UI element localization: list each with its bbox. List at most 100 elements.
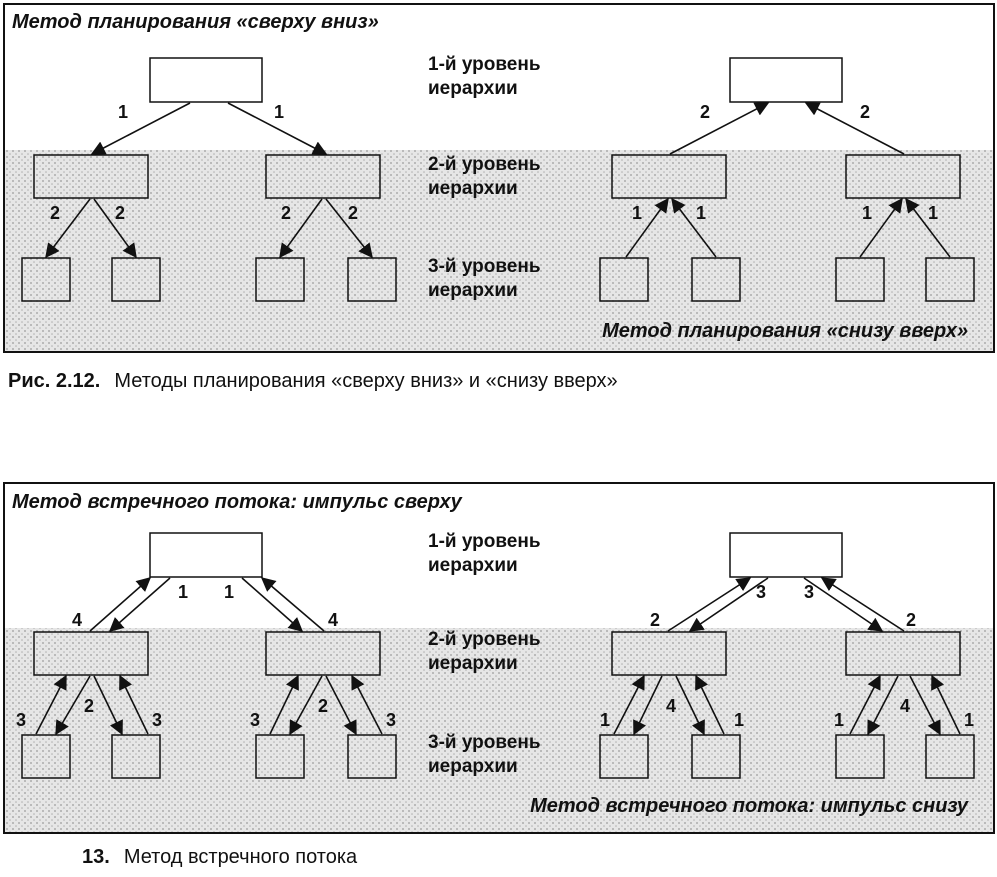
edge-label: 4	[328, 610, 338, 630]
caption-number: 13.	[82, 846, 110, 868]
arrow	[89, 577, 152, 632]
edge-label: 2	[906, 610, 916, 630]
level3-box	[347, 734, 397, 779]
arrow	[93, 675, 123, 736]
level-labels: 1-й уровень иерархии 2-й уровень иерархи…	[428, 531, 541, 777]
arrow	[675, 675, 705, 736]
level3-box	[691, 257, 741, 302]
edge-label: 2	[348, 203, 358, 223]
arrow	[260, 577, 325, 632]
edge-label: 3	[16, 710, 26, 730]
level3-box	[347, 257, 397, 302]
level3-box	[835, 257, 885, 302]
level2-label: 2-й уровень	[428, 629, 541, 650]
edge-label: 1	[964, 710, 974, 730]
impulse-bottom-tree: 2 3 3 2 1 4 1 1 4 1	[599, 532, 975, 779]
arrow	[931, 674, 961, 735]
edge-label: 1	[178, 582, 188, 602]
arrow	[108, 577, 171, 632]
edge-label: 2	[281, 203, 291, 223]
figure-1-frame	[3, 3, 995, 353]
edge-label: 4	[72, 610, 82, 630]
arrow	[820, 577, 905, 632]
arrow	[269, 674, 299, 735]
edge-label: 1	[734, 710, 744, 730]
arrow	[667, 577, 752, 632]
figure-title-top: Метод планирования «сверху вниз»	[12, 11, 379, 33]
edge-label: 1	[696, 203, 706, 223]
level3-box	[599, 734, 649, 779]
edge-label: 3	[152, 710, 162, 730]
edge-label: 2	[84, 696, 94, 716]
level1-box	[149, 57, 263, 103]
level2-box	[33, 154, 149, 199]
arrow	[909, 675, 941, 736]
level3-box	[255, 734, 305, 779]
level2-label: 2-й уровень	[428, 154, 541, 175]
level3-box	[691, 734, 741, 779]
arrow	[289, 675, 323, 736]
edge-label: 1	[862, 203, 872, 223]
figure-1: 1 1 2 2 2 2 1-й уровень иерархии 2-й уро…	[5, 11, 993, 351]
level2-box	[611, 631, 727, 676]
edge-label: 3	[250, 710, 260, 730]
edge-label: 3	[804, 582, 814, 602]
level3-box	[111, 734, 161, 779]
arrow	[279, 198, 323, 259]
arrow	[905, 197, 951, 258]
edge-label: 2	[318, 696, 328, 716]
figure-2-frame	[3, 482, 995, 834]
level2-box	[33, 631, 149, 676]
level3-label: иерархии	[428, 280, 518, 301]
edge-label: 1	[274, 102, 284, 122]
arrow	[325, 198, 373, 259]
arrow	[55, 675, 91, 736]
level2-label: иерархии	[428, 178, 518, 199]
arrow	[669, 102, 770, 155]
level2-box	[265, 631, 381, 676]
level2-box	[845, 154, 961, 199]
arrow	[625, 197, 669, 258]
level3-box	[255, 257, 305, 302]
figure-2-caption: 13.Метод встречного потока	[82, 846, 357, 869]
shaded-region	[5, 150, 993, 351]
level3-box	[599, 257, 649, 302]
level2-label: иерархии	[428, 653, 518, 674]
arrow	[695, 674, 725, 735]
level3-box	[925, 257, 975, 302]
level1-box	[729, 57, 843, 103]
arrow	[867, 675, 899, 736]
edge-label: 1	[224, 582, 234, 602]
level1-box	[149, 532, 263, 578]
level1-label: иерархии	[428, 78, 518, 99]
arrow	[688, 577, 769, 632]
caption-text: Методы планирования «сверху вниз» и «сни…	[114, 370, 618, 392]
figure-title-bottom: Метод планирования «снизу вверх»	[602, 320, 968, 342]
arrow	[227, 102, 328, 155]
arrow	[849, 674, 881, 735]
bottom-up-tree: 2 2 1 1 1 1	[599, 57, 975, 302]
figure-title-top: Метод встречного потока: импульс сверху	[12, 491, 463, 513]
arrow	[35, 674, 67, 735]
arrow	[90, 102, 191, 155]
level-labels: 1-й уровень иерархии 2-й уровень иерархи…	[428, 54, 541, 301]
edge-label: 1	[632, 203, 642, 223]
arrow	[804, 102, 905, 155]
edge-label: 2	[860, 102, 870, 122]
impulse-top-tree: 4 1 1 4 3 2 3 3 2 3	[16, 532, 397, 779]
edge-label: 2	[50, 203, 60, 223]
level2-box	[265, 154, 381, 199]
shaded-region	[5, 628, 993, 832]
top-down-tree: 1 1 2 2 2 2	[21, 57, 397, 302]
arrow	[671, 197, 717, 258]
arrow	[803, 577, 884, 632]
arrow	[633, 675, 663, 736]
edge-label: 4	[900, 696, 910, 716]
level3-box	[21, 734, 71, 779]
figure-2: 4 1 1 4 3 2 3 3 2 3 1-й уровень иерархии…	[5, 491, 993, 832]
level3-label: 3-й уровень	[428, 732, 541, 753]
edge-label: 1	[928, 203, 938, 223]
level1-label: иерархии	[428, 555, 518, 576]
edge-label: 3	[386, 710, 396, 730]
level3-box	[835, 734, 885, 779]
